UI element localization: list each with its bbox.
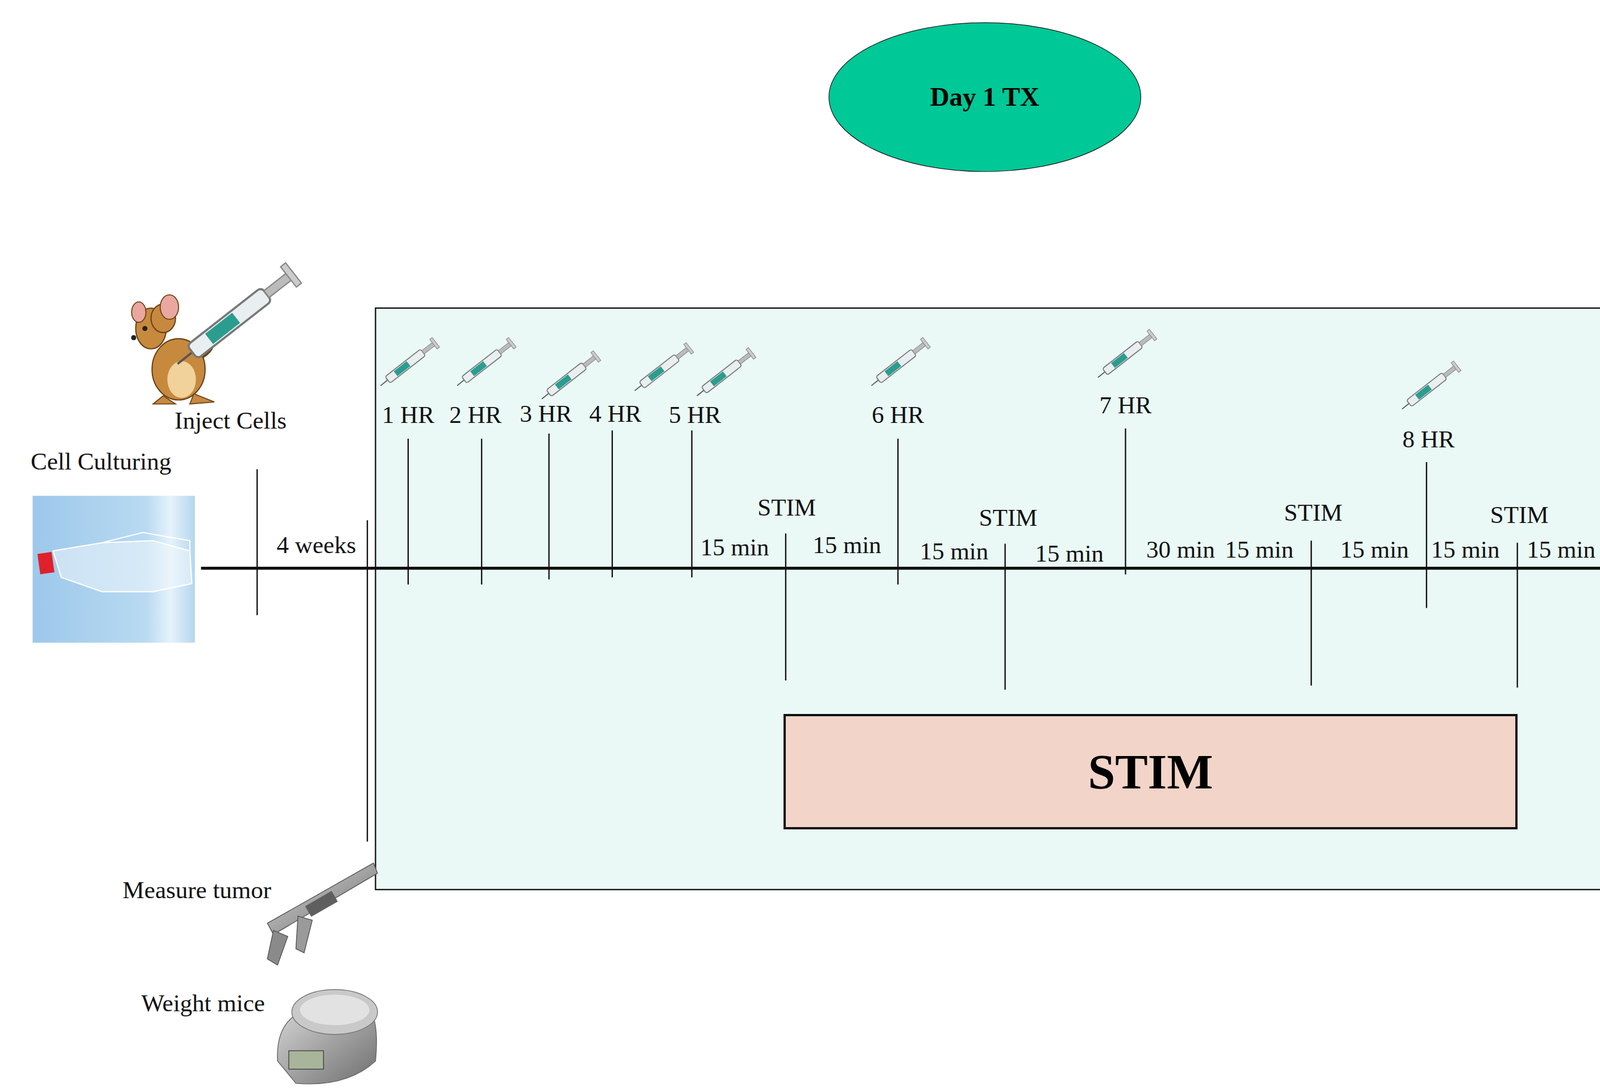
treatment-panel	[375, 308, 1600, 890]
timeline-label: 15 min	[1431, 536, 1500, 562]
timeline-label: 15 min	[812, 532, 882, 558]
day-ellipse: Day 1 TX	[826, 21, 1143, 173]
timeline-label: 3 HR	[519, 400, 572, 426]
timeline-label: STIM	[1490, 502, 1549, 527]
timeline-label: STIM	[757, 494, 816, 520]
timeline-label: Weight mice	[141, 991, 265, 1016]
timeline	[201, 428, 1600, 843]
timeline-label: 15 min	[919, 539, 989, 564]
timeline-label: 15 min	[1526, 536, 1596, 562]
timeline-label: 15 min	[1340, 536, 1409, 562]
node-label: Day 1 TX	[930, 81, 1040, 113]
syringe-icon	[380, 329, 1461, 409]
timeline-label: 8 HR	[1402, 426, 1456, 451]
scale-icon	[277, 989, 378, 1085]
timeline-label: 15 min	[1034, 540, 1104, 566]
timeline-label: STIM	[979, 504, 1038, 530]
stim-box: STIM	[783, 714, 1517, 830]
timeline-label: 30 min	[1146, 536, 1216, 562]
timeline-label: 15 min	[1224, 536, 1294, 562]
timeline-label: STIM	[1283, 499, 1343, 525]
timeline-label: Measure tumor	[122, 877, 272, 902]
timeline-label: 5 HR	[668, 401, 721, 427]
syringe-icon	[177, 262, 302, 364]
timeline-label: 7 HR	[1099, 392, 1152, 418]
timeline-label: Cell Culturing	[30, 449, 172, 474]
timeline-label: 6 HR	[871, 401, 924, 427]
timeline-label: 15 min	[700, 534, 770, 559]
timeline-label: 2 HR	[449, 401, 502, 427]
timeline-label: Inject Cells	[174, 408, 287, 433]
culture-flask	[32, 495, 195, 643]
timeline-label: 4 HR	[589, 400, 642, 426]
timeline-label: 1 HR	[382, 401, 435, 427]
node-label: STIM	[1088, 743, 1214, 801]
timeline-label: 4 weeks	[276, 532, 356, 558]
caliper-icon	[267, 863, 378, 965]
